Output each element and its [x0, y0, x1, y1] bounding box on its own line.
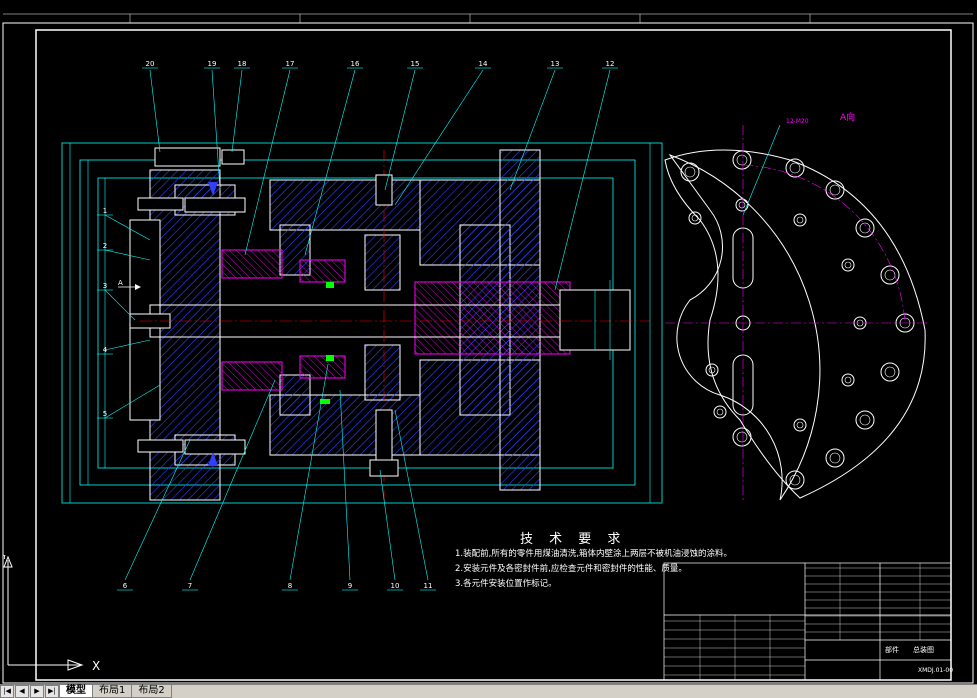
hole-note: 12-M20: [786, 118, 809, 125]
plate-hole: [841, 258, 855, 272]
plate-hole-inner: [736, 154, 748, 166]
title-block-name: 总装图: [913, 646, 934, 654]
plate-hole-inner: [716, 408, 724, 416]
plate-hole: [785, 470, 805, 490]
callout-18: 18: [238, 60, 247, 68]
tab-layout-2[interactable]: 布局2: [131, 685, 172, 698]
plate-hole: [713, 405, 727, 419]
tech-note-1: 1.装配前,所有的零件用煤油清洗,箱体内壁涂上两层不被机油浸蚀的涂料。: [455, 549, 733, 559]
plate-hole: [825, 180, 845, 200]
svg-text:X: X: [92, 659, 100, 673]
plate-hole-inner: [796, 421, 804, 429]
view-arrow-a: [118, 284, 141, 290]
plate-hole-inner: [829, 452, 841, 464]
callout-4: 4: [103, 346, 108, 354]
plate-hole-inner: [829, 184, 841, 196]
plate-bolt-holes: [680, 150, 915, 490]
callout-numbers-left: 1 2 3 4 5: [97, 207, 113, 419]
plate-hole-inner: [844, 376, 852, 384]
plate-hole-inner: [789, 162, 801, 174]
plate-hole-inner: [691, 214, 699, 222]
tab-first-button[interactable]: |◀: [0, 685, 14, 698]
plate-hole: [855, 410, 875, 430]
tech-requirements-title: 技 术 要 求: [520, 532, 627, 547]
plate-hole-inner: [844, 261, 852, 269]
callout-11: 11: [424, 582, 433, 590]
callout-8: 8: [288, 582, 292, 590]
callout-16: 16: [351, 60, 360, 68]
plate-hole-inner: [684, 166, 696, 178]
callout-15: 15: [411, 60, 420, 68]
plate-hole-inner: [736, 431, 748, 443]
callout-17: 17: [286, 60, 295, 68]
plate-hole-inner: [738, 201, 746, 209]
plate-hole: [880, 362, 900, 382]
ucs-icon: Y X: [1, 555, 100, 673]
frame-ticks: [129, 14, 811, 23]
tab-next-button[interactable]: ▶: [30, 685, 44, 698]
plate-hole-inner: [884, 269, 896, 281]
plate-hole: [732, 427, 752, 447]
callout-12: 12: [606, 60, 615, 68]
view-label-a: A向: [840, 111, 855, 123]
callout-19: 19: [208, 60, 217, 68]
plate-hole-inner: [859, 222, 871, 234]
tab-prev-button[interactable]: ◀: [15, 685, 29, 698]
callout-numbers-bottom: 6 7 8 9 10 11: [117, 582, 436, 591]
arrow-label-a: A: [118, 279, 123, 287]
plate-hole-inner: [859, 414, 871, 426]
plate-view-a: [664, 149, 926, 501]
tech-note-2: 2.安装元件及各密封件前,应检查元件和密封件的性能、质量。: [455, 564, 687, 574]
plate-hole: [732, 150, 752, 170]
plate-hole-inner: [789, 474, 801, 486]
layout-tab-bar: |◀ ◀ ▶ ▶| 模型 布局1 布局2: [0, 684, 977, 698]
callout-numbers-top: 20 19 18 17 16 15 14 13 12: [142, 60, 618, 69]
callout-10: 10: [391, 582, 400, 590]
plate-hole-inner: [884, 366, 896, 378]
callout-1: 1: [103, 207, 107, 215]
callout-leaders: [104, 69, 611, 581]
callout-6: 6: [123, 582, 128, 590]
sheet-border: [2, 22, 974, 684]
callout-20: 20: [146, 60, 155, 68]
plate-hole: [793, 418, 807, 432]
tab-last-button[interactable]: ▶|: [45, 685, 59, 698]
callout-3: 3: [103, 282, 107, 290]
callout-7: 7: [188, 582, 192, 590]
plate-hole: [855, 218, 875, 238]
plate-hole: [680, 162, 700, 182]
drawing-frame: [35, 29, 952, 681]
plate-hole-inner: [708, 366, 716, 374]
plate-hole: [825, 448, 845, 468]
plate-hole: [841, 373, 855, 387]
title-block-part: 部件: [885, 646, 899, 654]
tech-note-3: 3.各元件安装位置作标记。: [455, 579, 557, 589]
title-block: [663, 562, 952, 681]
plate-hole: [735, 198, 749, 212]
plate-hole: [793, 213, 807, 227]
callout-5: 5: [103, 410, 107, 418]
plate-hole: [688, 211, 702, 225]
plate-hole: [705, 363, 719, 377]
plate-hole: [880, 265, 900, 285]
callout-13: 13: [551, 60, 560, 68]
plate-hole-inner: [796, 216, 804, 224]
title-block-grid: [664, 563, 951, 680]
plate-hole: [785, 158, 805, 178]
callout-2: 2: [103, 242, 107, 250]
callout-14: 14: [479, 60, 488, 68]
tab-model[interactable]: 模型: [59, 685, 93, 698]
svg-text:Y: Y: [1, 555, 7, 561]
tab-layout-1[interactable]: 布局1: [92, 685, 133, 698]
callout-9: 9: [348, 582, 352, 590]
main-section-view: [61, 142, 663, 504]
title-block-code: XMDJ.01-00: [918, 667, 954, 674]
